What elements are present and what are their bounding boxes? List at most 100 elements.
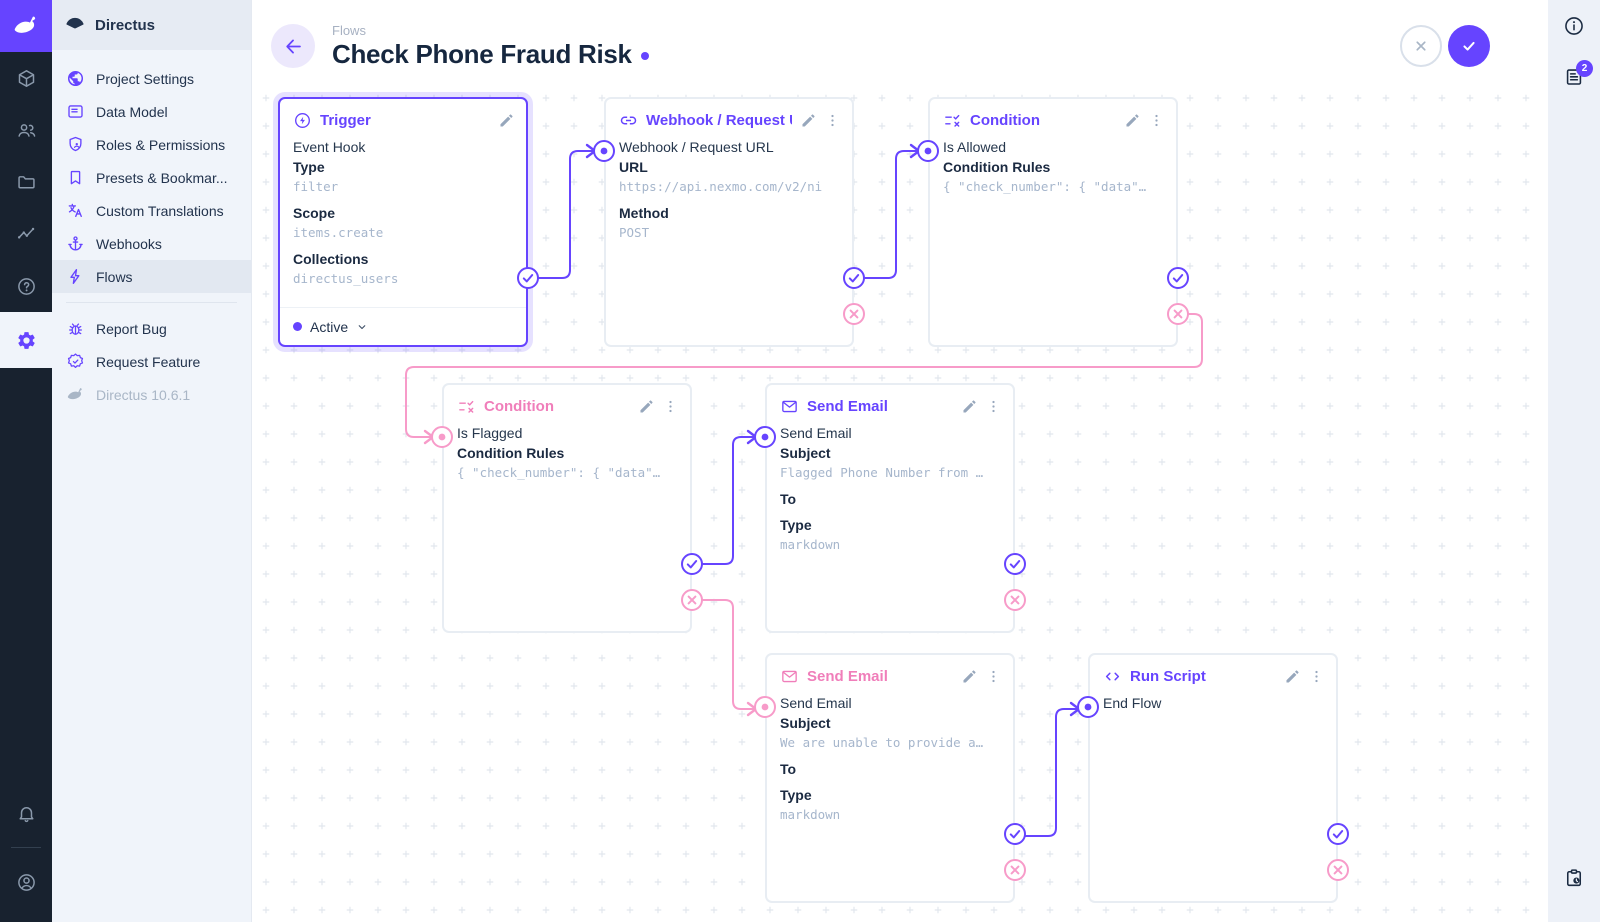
field-label: Condition Rules [457, 445, 565, 461]
node-title: Trigger [320, 112, 371, 129]
module-bar [0, 0, 52, 922]
node-title: Webhook / Request URL [646, 112, 792, 129]
node-actions [638, 398, 679, 415]
sidebar-item-directus-10-6-1[interactable]: Directus 10.6.1 [52, 378, 251, 411]
node-actions [961, 668, 1002, 685]
notes-badge: 2 [1576, 60, 1593, 77]
chevron-down-icon [358, 324, 366, 329]
revisions-button[interactable] [1548, 856, 1600, 900]
breadcrumb[interactable]: Flows [332, 23, 366, 38]
node-body: End Flow [1090, 692, 1336, 901]
module-insights-button[interactable] [0, 208, 52, 260]
kebab-menu-icon[interactable] [1148, 112, 1165, 129]
node-header: Run Script [1090, 655, 1336, 692]
edit-icon[interactable] [498, 112, 515, 129]
module-content-button[interactable] [0, 52, 52, 104]
sidebar-item-presets-bookmar[interactable]: Presets & Bookmar... [52, 161, 251, 194]
sidebar-item-project-settings[interactable]: Project Settings [52, 62, 251, 95]
translate-icon [66, 201, 85, 220]
bug-icon [66, 319, 85, 338]
right-sidebar: 2 [1548, 0, 1600, 922]
info-button[interactable] [1548, 4, 1600, 48]
bell-icon [18, 806, 34, 822]
bolt-icon [66, 267, 85, 286]
node-text: Is Allowed [943, 139, 1007, 155]
field-label: To [780, 491, 797, 507]
edit-icon[interactable] [961, 668, 978, 685]
edit-icon[interactable] [961, 398, 978, 415]
field-value: Flagged Phone Number from … [780, 465, 984, 480]
sidebar-item-webhooks[interactable]: Webhooks [52, 227, 251, 260]
node-actions [800, 112, 841, 129]
node-text: Is Flagged [457, 425, 523, 441]
notes-icon [1566, 69, 1582, 85]
edit-icon[interactable] [800, 112, 817, 129]
module-docs-button[interactable] [0, 260, 52, 312]
mail-icon [780, 667, 799, 686]
kebab-menu-icon[interactable] [985, 398, 1002, 415]
back-button[interactable] [271, 24, 315, 68]
project-header[interactable]: Directus [52, 0, 251, 50]
notifications-button[interactable] [0, 787, 52, 839]
node-text: Event Hook [293, 139, 366, 155]
field-label: URL [619, 159, 648, 175]
field-label: Condition Rules [943, 159, 1051, 175]
cancel-button[interactable] [1400, 25, 1442, 67]
folder-icon [17, 175, 35, 188]
account-button[interactable] [0, 856, 52, 908]
kebab-menu-icon[interactable] [985, 668, 1002, 685]
sidebar-item-request-feature[interactable]: Request Feature [52, 345, 251, 378]
link-icon [619, 111, 638, 130]
node-text: Send Email [780, 425, 852, 441]
node-header: Webhook / Request URL [606, 99, 852, 136]
field-value: { "check_number": { "data"… [457, 465, 661, 480]
node-title: Run Script [1130, 668, 1206, 685]
field-label: Type [780, 787, 812, 803]
module-users-button[interactable] [0, 104, 52, 156]
node-status-footer[interactable]: Active [280, 307, 526, 345]
sidebar-item-flows[interactable]: Flows [52, 260, 251, 293]
edit-icon[interactable] [638, 398, 655, 415]
flow-node-run-script[interactable]: Run Script End Flow [1088, 653, 1338, 903]
check-icon [1463, 41, 1475, 51]
edit-icon[interactable] [1284, 668, 1301, 685]
node-text: Send Email [780, 695, 852, 711]
node-actions [1284, 668, 1325, 685]
kebab-menu-icon[interactable] [824, 112, 841, 129]
notes-button[interactable]: 2 [1548, 55, 1600, 99]
module-files-button[interactable] [0, 156, 52, 208]
users-icon [17, 123, 35, 137]
arrow-left-icon [285, 39, 301, 53]
sidebar-item-custom-translations[interactable]: Custom Translations [52, 194, 251, 227]
help-icon [17, 277, 35, 295]
directus-logo[interactable] [0, 0, 52, 52]
sidebar-item-data-model[interactable]: Data Model [52, 95, 251, 128]
kebab-menu-icon[interactable] [1308, 668, 1325, 685]
node-header: Send Email [767, 655, 1013, 692]
kebab-menu-icon[interactable] [662, 398, 679, 415]
field-label: To [780, 761, 797, 777]
project-name: Directus [95, 16, 156, 34]
bolt-circle-icon [293, 111, 312, 130]
sidebar-item-roles-permissions[interactable]: Roles & Permissions [52, 128, 251, 161]
node-header: Condition [444, 385, 690, 422]
save-button[interactable] [1448, 25, 1490, 67]
sidebar-item-label: Data Model [96, 103, 168, 120]
nav-divider [66, 302, 237, 303]
page-title: Check Phone Fraud Risk [332, 39, 649, 69]
node-actions [1124, 112, 1165, 129]
sidebar-item-report-bug[interactable]: Report Bug [52, 312, 251, 345]
module-settings-button-active[interactable] [0, 312, 52, 368]
edit-icon[interactable] [1124, 112, 1141, 129]
field-value: filter [293, 179, 339, 194]
flow-node-webhook[interactable]: Webhook / Request URL Webhook / Request … [604, 97, 854, 347]
cube-icon [18, 69, 34, 87]
